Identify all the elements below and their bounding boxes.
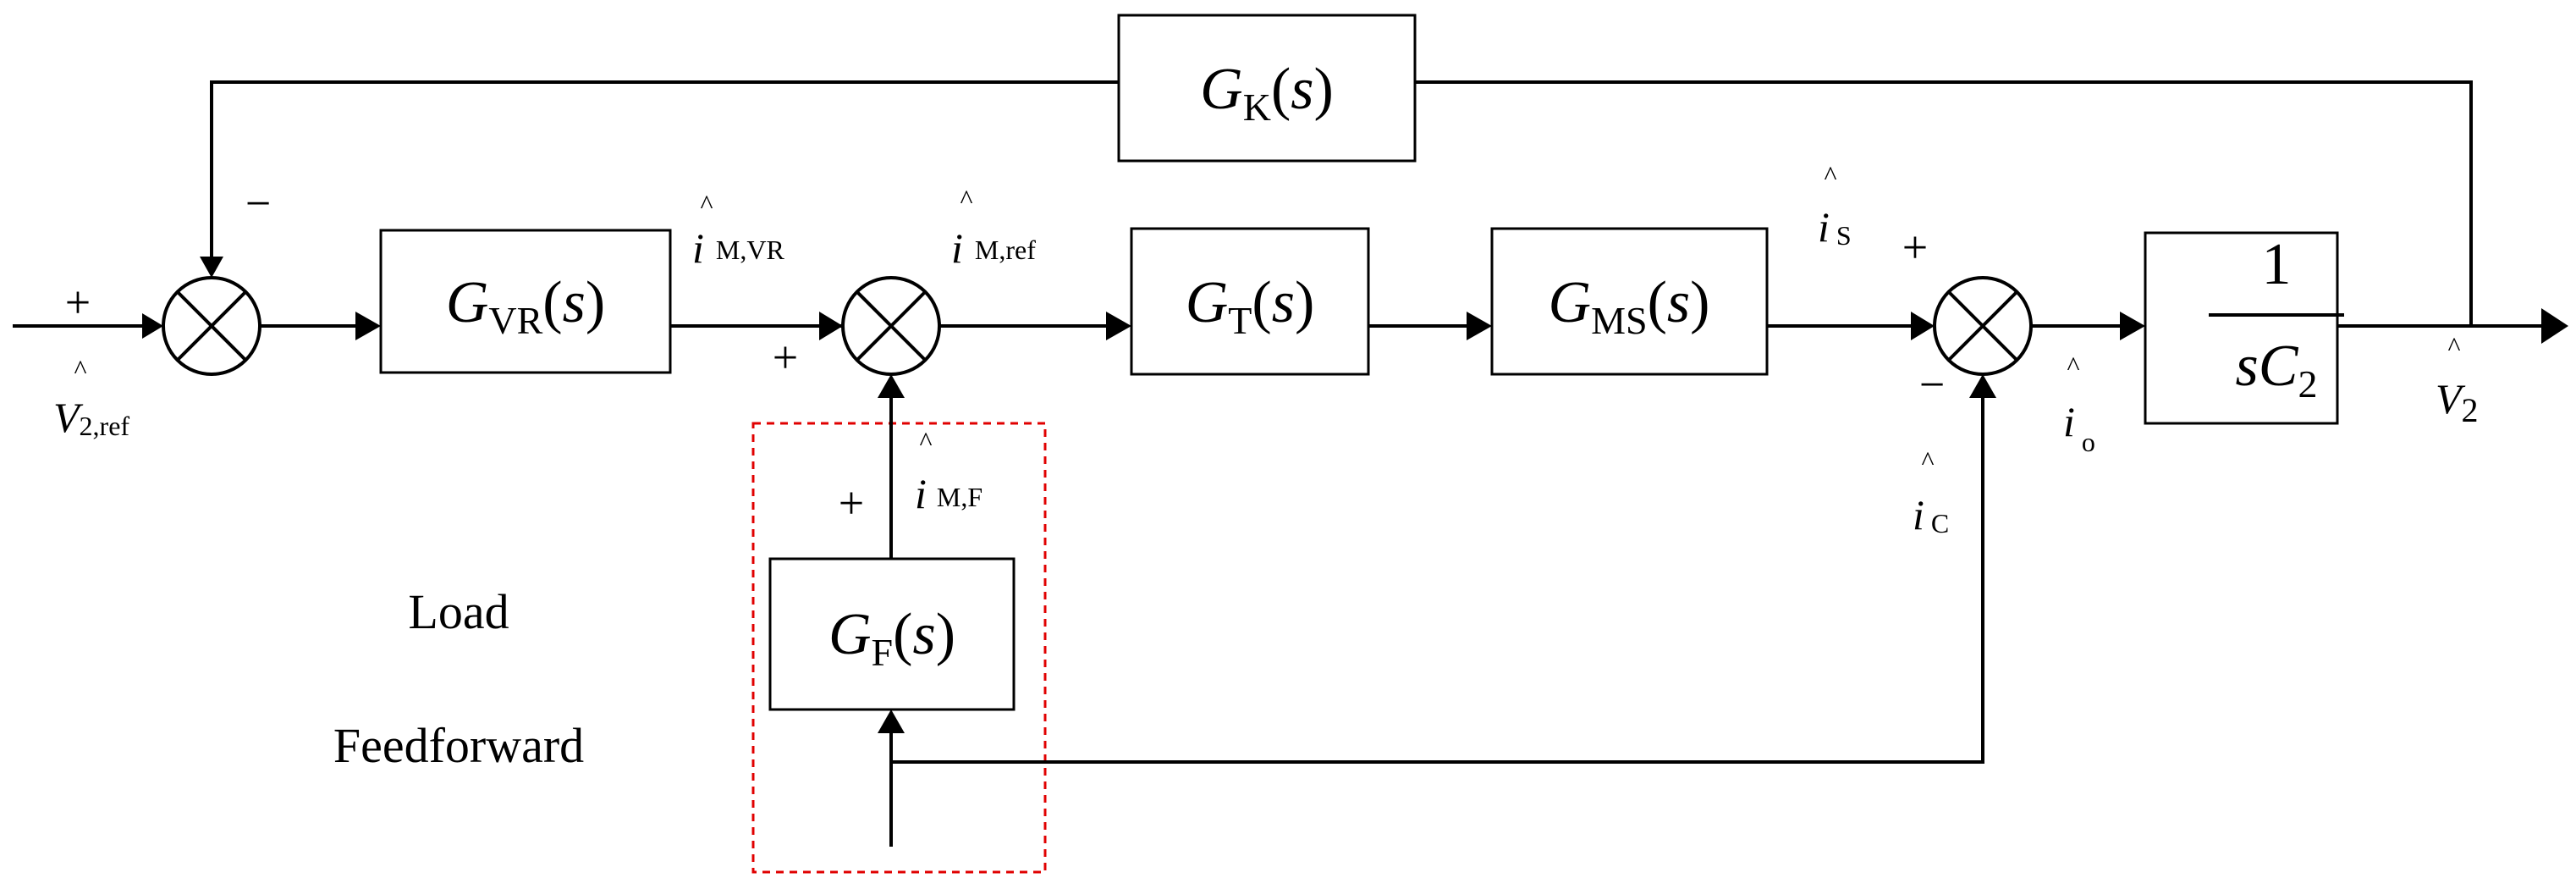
svg-text:^: ^ [74, 354, 86, 384]
signal-v2ref: ^ V2,ref [53, 354, 129, 441]
sum3-plus-sign: + [1902, 222, 1928, 273]
svg-text:GK(s): GK(s) [1200, 57, 1334, 129]
feedforward-caption-line1: Load [408, 584, 509, 639]
svg-text:^: ^ [700, 189, 713, 219]
gt-block: GT(s) [1130, 227, 1370, 376]
gf-argument: s [912, 602, 935, 667]
svg-text:iC: iC [1913, 491, 1949, 538]
capacitor-block: 1 sC2 [2144, 231, 2344, 425]
sum1-plus-sign: + [65, 277, 91, 328]
svg-text:^: ^ [919, 426, 932, 456]
capacitor-denominator: sC [2236, 334, 2299, 399]
arrowheads [142, 257, 2568, 733]
gf-subscript: F [872, 631, 894, 674]
gf-block: GF(s) [768, 557, 1016, 711]
capacitor-denominator-subscript: 2 [2298, 362, 2317, 406]
capacitor-numerator: 1 [2262, 232, 2292, 297]
svg-text:GT(s): GT(s) [1186, 270, 1315, 342]
gvr-argument: s [563, 270, 586, 335]
gf-symbol: G [828, 602, 872, 667]
svg-text:GMS(s): GMS(s) [1549, 270, 1710, 342]
svg-text:^: ^ [2447, 331, 2460, 362]
feedforward-caption-line2: Feedforward [333, 718, 584, 773]
gvr-block: GVR(s) [379, 229, 672, 374]
gk-block: GK(s) [1117, 14, 1417, 163]
signal-wires [13, 80, 2543, 847]
summing-junction-2 [841, 276, 941, 376]
gms-subscript: MS [1591, 299, 1647, 342]
svg-text:GF(s): GF(s) [828, 602, 955, 674]
svg-text:V2,ref: V2,ref [53, 394, 129, 441]
junction-signs: + − + + + − [65, 178, 1945, 528]
sum2-ff-plus-sign: + [839, 478, 864, 528]
signal-v2: ^ V2 [2436, 331, 2479, 429]
svg-text:V2: V2 [2436, 375, 2479, 429]
svg-text:GVR(s): GVR(s) [446, 270, 605, 342]
svg-text:iM,ref: iM,ref [951, 224, 1036, 272]
feedforward-region [751, 422, 1047, 874]
svg-text:^: ^ [1921, 445, 1934, 476]
gms-argument: s [1667, 270, 1690, 335]
svg-text:^: ^ [960, 184, 972, 214]
gvr-subscript: VR [488, 299, 542, 342]
summing-junction-1 [162, 276, 261, 376]
gt-argument: s [1272, 270, 1295, 335]
svg-text:iM,F: iM,F [915, 470, 983, 517]
gt-symbol: G [1186, 270, 1229, 335]
svg-text:io: io [2063, 398, 2095, 457]
sum3-minus-sign: − [1919, 359, 1945, 410]
svg-text:^: ^ [2067, 351, 2079, 381]
gms-block: GMS(s) [1490, 227, 1769, 376]
gvr-symbol: G [446, 270, 489, 335]
gk-subscript: K [1243, 86, 1271, 129]
svg-text:iM,VR: iM,VR [692, 224, 784, 272]
svg-text:iS: iS [1818, 203, 1852, 251]
svg-text:^: ^ [1824, 160, 1836, 190]
sum1-minus-sign: − [245, 178, 271, 229]
summing-junction-3 [1933, 276, 2033, 376]
gms-symbol: G [1549, 270, 1592, 335]
gk-symbol: G [1200, 57, 1243, 122]
svg-text:sC2: sC2 [2236, 334, 2318, 406]
gk-argument: s [1291, 57, 1313, 122]
gt-subscript: T [1228, 299, 1252, 342]
sum2-plus-sign: + [773, 332, 798, 383]
